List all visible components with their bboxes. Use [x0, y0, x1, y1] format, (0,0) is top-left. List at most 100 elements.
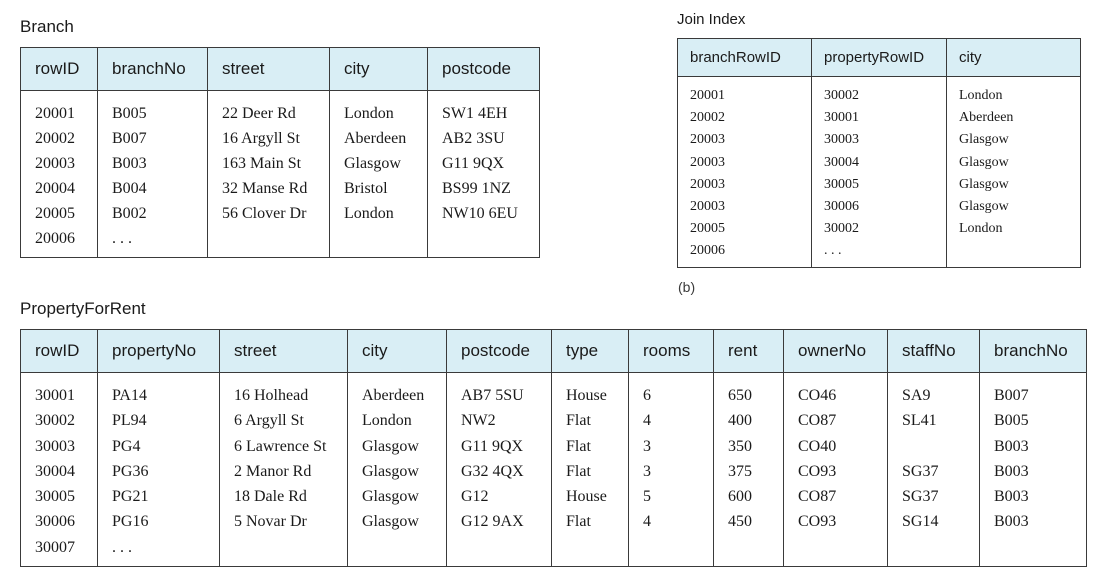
- cell-value: Glasgow: [344, 155, 401, 172]
- column-header-city: city: [347, 329, 447, 373]
- column-header-postcode: postcode: [446, 329, 552, 373]
- cell-value: B005: [112, 105, 147, 122]
- cell-value: 30001: [35, 387, 75, 404]
- cell-value: 6 Argyll St: [234, 412, 304, 430]
- cell-value: Flat: [566, 462, 591, 480]
- cell-value: London: [959, 88, 1003, 103]
- cell-value: . . .: [112, 230, 132, 247]
- cell-value: SG14: [902, 513, 939, 531]
- figure-caption: (b): [678, 279, 696, 295]
- cell-value: London: [344, 205, 394, 222]
- column-header-city: city: [946, 38, 1081, 77]
- column-header-propertyno: propertyNo: [97, 329, 220, 373]
- cell-value: B003: [994, 462, 1029, 480]
- cell-value: Aberdeen: [959, 110, 1014, 126]
- cell-value: Flat: [566, 513, 591, 531]
- cell-value: NW10 6EU: [442, 205, 518, 222]
- cell-value: AB7 5SU: [461, 387, 524, 404]
- cell-value: B005: [994, 412, 1029, 430]
- cell-value: 20005: [690, 221, 725, 237]
- cell-value: 650: [728, 387, 752, 404]
- cell-value: 450: [728, 513, 752, 531]
- cell-value: Glasgow: [362, 513, 419, 531]
- cell-value: 20004: [35, 180, 75, 197]
- column-header-city: city: [329, 47, 428, 91]
- cell-value: Flat: [566, 412, 591, 430]
- cell-value: 400: [728, 412, 752, 430]
- cell-value: 2 Manor Rd: [234, 462, 312, 480]
- branch-table-title: Branch: [20, 17, 74, 36]
- cell-value: 18 Dale Rd: [234, 488, 307, 506]
- cell-value: B004: [112, 180, 147, 197]
- column-header-rowid: rowID: [20, 47, 98, 91]
- cell-value: CO87: [798, 488, 837, 506]
- cell-value: PG4: [112, 437, 141, 455]
- cell-value: 20003: [690, 176, 725, 192]
- cell-value: G12: [461, 488, 489, 506]
- cell-value: B007: [994, 387, 1029, 404]
- cell-value: 30006: [824, 199, 859, 215]
- property-for-rent-table: rowID propertyNo street city postcode ty…: [20, 329, 1087, 568]
- cell-value: PG36: [112, 462, 149, 480]
- cell-value: 20005: [35, 205, 75, 222]
- cell-value: Glasgow: [959, 132, 1009, 148]
- property-for-rent-header-row: rowID propertyNo street city postcode ty…: [20, 329, 1087, 373]
- property-for-rent-title: PropertyForRent: [20, 299, 146, 318]
- cell-value: 5: [643, 488, 651, 506]
- cell-value: 56 Clover Dr: [222, 205, 307, 222]
- cell-value: CO87: [798, 412, 837, 430]
- cell-value: 20001: [35, 105, 75, 122]
- cell-value: PG16: [112, 513, 149, 531]
- join-index-header-row: branchRowID propertyRowID city: [677, 38, 1081, 77]
- cell-value: 20002: [35, 130, 75, 147]
- column-header-branchno: branchNo: [97, 47, 208, 91]
- cell-value: PG21: [112, 488, 149, 506]
- cell-value: G11 9QX: [442, 155, 505, 172]
- cell-value: Glasgow: [362, 437, 419, 455]
- column-header-rowid: rowID: [20, 329, 98, 373]
- cell-value: G12 9AX: [461, 513, 524, 531]
- cell-value: CO40: [798, 437, 837, 455]
- cell-value: 6 Lawrence St: [234, 437, 327, 455]
- cell-value: 350: [728, 437, 752, 455]
- column-header-ownerno: ownerNo: [783, 329, 888, 373]
- cell-value: PA14: [112, 387, 147, 404]
- cell-value: London: [362, 412, 412, 430]
- cell-value: 20002: [690, 110, 725, 126]
- branch-table: rowID branchNo street city postcode 2000…: [20, 47, 540, 258]
- column-header-staffno: staffNo: [887, 329, 980, 373]
- cell-value: London: [344, 105, 394, 122]
- column-header-street: street: [219, 329, 348, 373]
- join-index-title: Join Index: [677, 11, 746, 28]
- cell-value: 16 Argyll St: [222, 130, 300, 147]
- branch-header-row: rowID branchNo street city postcode: [20, 47, 540, 91]
- cell-value: 4: [643, 513, 651, 531]
- cell-value: SG37: [902, 462, 939, 480]
- cell-value: Bristol: [344, 180, 388, 197]
- cell-value: 20006: [690, 243, 725, 259]
- cell-value: 32 Manse Rd: [222, 180, 308, 197]
- cell-value: Flat: [566, 437, 591, 455]
- cell-value: Glasgow: [362, 462, 419, 480]
- column-header-rooms: rooms: [628, 329, 714, 373]
- cell-value: NW2: [461, 412, 496, 430]
- cell-value: 30001: [824, 110, 859, 126]
- cell-value: G32 4QX: [461, 462, 524, 480]
- cell-value: 20001: [690, 88, 725, 103]
- cell-value: House: [566, 387, 607, 404]
- cell-value: 20003: [690, 154, 725, 170]
- column-header-street: street: [207, 47, 330, 91]
